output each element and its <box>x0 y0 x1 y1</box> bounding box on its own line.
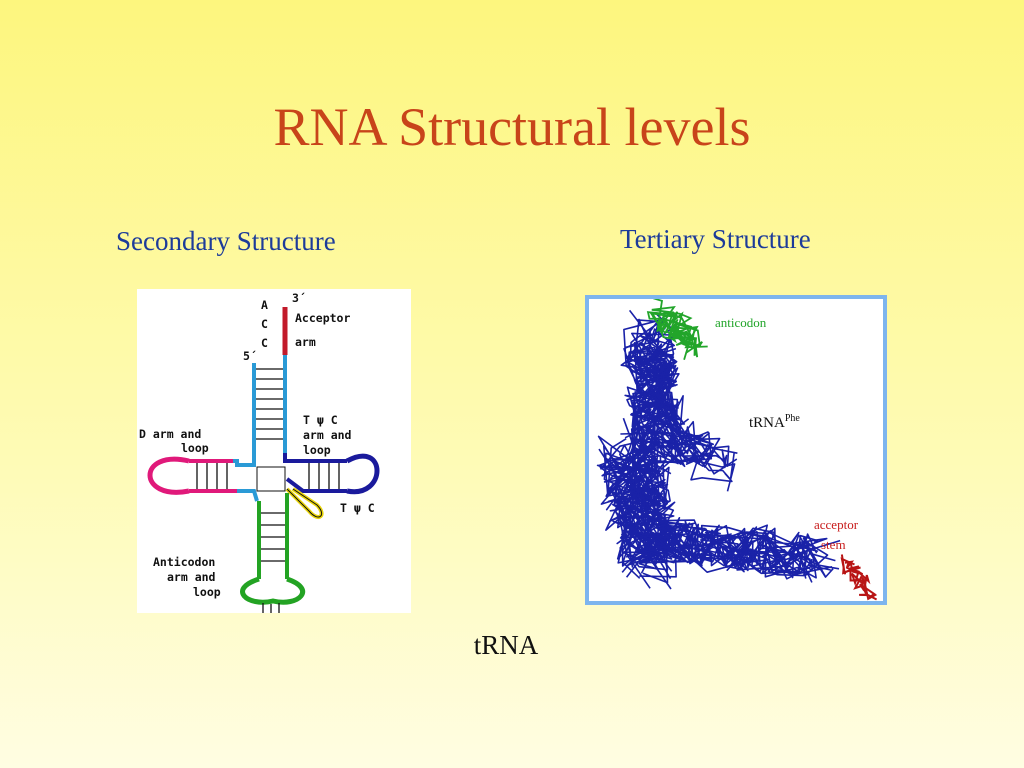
t-arm-label-line1: T ψ C <box>303 413 338 427</box>
secondary-structure-diagram: A C C 3´ 5´ Acceptor arm D arm and loop … <box>137 289 411 613</box>
anticodon-label-line3: loop <box>193 585 221 599</box>
acceptor-stem-label-line2: stem <box>821 537 846 552</box>
acc-base-3: C <box>261 336 268 350</box>
anticodon-region <box>646 299 708 361</box>
trna-phe-label: tRNAPhe <box>749 411 800 431</box>
acceptor-label-line1: Acceptor <box>295 311 351 325</box>
d-arm-label-line2: loop <box>181 441 209 455</box>
secondary-structure-label: Secondary Structure <box>116 226 336 256</box>
d-loop <box>147 456 190 495</box>
three-prime-end-label: 3´ <box>292 291 306 305</box>
tertiary-structure-canvas: anticodon tRNAPhe acceptor stem <box>589 299 883 601</box>
cloverleaf-drawing <box>147 307 380 613</box>
trna-label: tRNA <box>749 415 785 431</box>
slide-title: RNA Structural levels <box>273 97 751 157</box>
d-arm-label-line1: D arm and <box>139 427 202 441</box>
trna-3d-drawing <box>596 299 878 601</box>
d-arm-base-pairs <box>196 463 228 489</box>
anticodon-bases <box>262 603 280 613</box>
anticodon-loop <box>240 576 306 605</box>
acceptor-region <box>840 554 878 601</box>
t-loop-label: T ψ C <box>340 501 375 515</box>
anticodon-label: anticodon <box>715 315 767 330</box>
anticodon-label-line1: Anticodon <box>153 555 216 569</box>
t-arm-base-pairs <box>308 463 340 489</box>
acceptor-label-line2: arm <box>295 335 316 349</box>
tertiary-structure-diagram: anticodon tRNAPhe acceptor stem <box>585 295 887 605</box>
anticodon-base-pairs <box>261 512 285 562</box>
trna-backbone <box>596 309 841 590</box>
trna-caption: tRNA <box>473 630 539 660</box>
tertiary-structure-label: Tertiary Structure <box>620 224 811 254</box>
acc-base-1: A <box>261 298 268 312</box>
acceptor-base-pairs <box>256 368 283 440</box>
acceptor-stem-label-line1: acceptor <box>814 517 859 532</box>
acc-base-2: C <box>261 317 268 331</box>
t-arm-label-line3: loop <box>303 443 331 457</box>
anticodon-label-line2: arm and <box>167 570 216 584</box>
phe-superscript: Phe <box>784 413 800 424</box>
five-prime-end-label: 5´ <box>243 349 257 363</box>
t-loop <box>345 453 380 495</box>
variable-loop <box>285 487 324 519</box>
t-arm-label-line2: arm and <box>303 428 352 442</box>
